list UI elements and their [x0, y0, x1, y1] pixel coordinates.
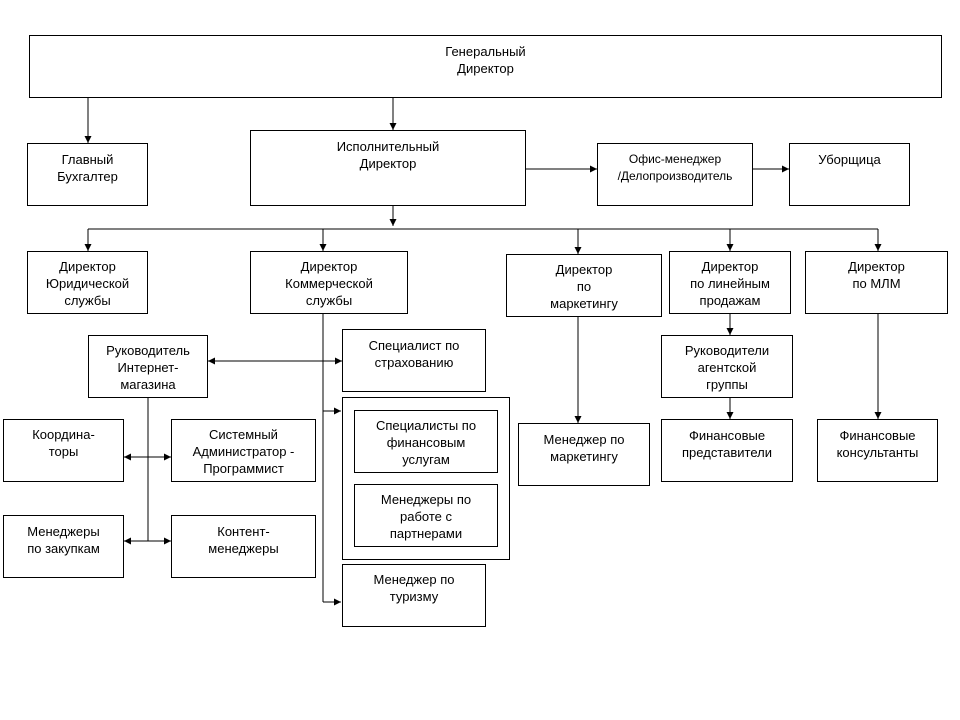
- general-director-label: Генеральный Директор: [445, 44, 526, 76]
- coordinators-box: Координа- торы: [3, 419, 124, 482]
- marketing-director-label: Директор по маркетингу: [550, 262, 618, 311]
- purchasing-managers-box: Менеджеры по закупкам: [3, 515, 124, 578]
- agent-group-heads-box: Руководители агентской группы: [661, 335, 793, 398]
- executive-director-box: Исполнительный Директор: [250, 130, 526, 206]
- marketing-director-box: Директор по маркетингу: [506, 254, 662, 317]
- financial-representatives-label: Финансовые представители: [682, 428, 772, 460]
- financial-consultants-label: Финансовые консультанты: [836, 428, 919, 460]
- insurance-specialist-box: Специалист по страхованию: [342, 329, 486, 392]
- agent-group-heads-label: Руководители агентской группы: [684, 343, 770, 392]
- coordinators-label: Координа- торы: [32, 427, 95, 459]
- purchasing-managers-label: Менеджеры по закупкам: [27, 524, 100, 556]
- mlm-director-box: Директор по МЛМ: [805, 251, 948, 314]
- chief-accountant-box: Главный Бухгалтер: [27, 143, 148, 206]
- commercial-director-label: Директор Коммерческой службы: [285, 259, 373, 308]
- office-manager-label: Офис-менеджер /Делопроизводитель: [617, 152, 733, 183]
- mlm-director-label: Директор по МЛМ: [848, 259, 905, 291]
- sysadmin-label: Системный Администратор - Программист: [192, 427, 295, 476]
- financial-consultants-box: Финансовые консультанты: [817, 419, 938, 482]
- tourism-manager-box: Менеджер по туризму: [342, 564, 486, 627]
- legal-director-label: Директор Юридической службы: [45, 259, 130, 308]
- content-managers-box: Контент- менеджеры: [171, 515, 316, 578]
- office-manager-box: Офис-менеджер /Делопроизводитель: [597, 143, 753, 206]
- line-sales-director-box: Директор по линейным продажам: [669, 251, 791, 314]
- eshop-head-label: Руководитель Интернет- магазина: [106, 343, 190, 392]
- partner-managers-box: Менеджеры по работе с партнерами: [354, 484, 498, 547]
- sysadmin-box: Системный Администратор - Программист: [171, 419, 316, 482]
- cleaner-box: Уборщица: [789, 143, 910, 206]
- tourism-manager-label: Менеджер по туризму: [373, 572, 455, 604]
- insurance-specialist-label: Специалист по страхованию: [368, 338, 460, 370]
- financial-services-specialists-label: Специалисты по финансовым услугам: [375, 418, 477, 467]
- executive-director-label: Исполнительный Директор: [336, 139, 440, 171]
- financial-group-frame: [342, 397, 510, 560]
- commercial-director-box: Директор Коммерческой службы: [250, 251, 408, 314]
- marketing-manager-label: Менеджер по маркетингу: [543, 432, 625, 464]
- chief-accountant-label: Главный Бухгалтер: [57, 152, 118, 184]
- general-director-box: Генеральный Директор: [29, 35, 942, 98]
- partner-managers-label: Менеджеры по работе с партнерами: [380, 492, 472, 541]
- line-sales-director-label: Директор по линейным продажам: [690, 259, 770, 308]
- financial-representatives-box: Финансовые представители: [661, 419, 793, 482]
- eshop-head-box: Руководитель Интернет- магазина: [88, 335, 208, 398]
- financial-services-specialists-box: Специалисты по финансовым услугам: [354, 410, 498, 473]
- content-managers-label: Контент- менеджеры: [208, 524, 279, 556]
- marketing-manager-box: Менеджер по маркетингу: [518, 423, 650, 486]
- cleaner-label: Уборщица: [818, 152, 881, 167]
- legal-director-box: Директор Юридической службы: [27, 251, 148, 314]
